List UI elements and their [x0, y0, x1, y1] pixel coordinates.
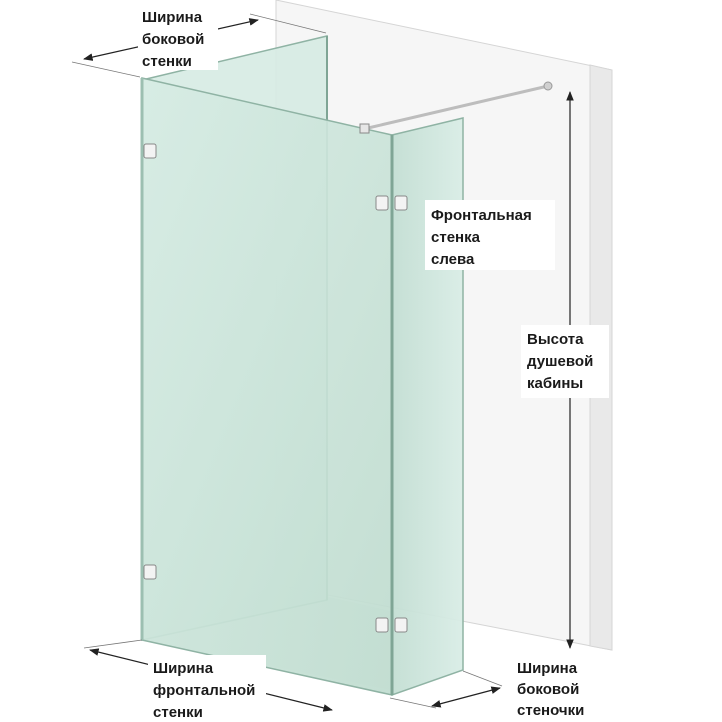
- stabilizer-bar: [359, 81, 553, 134]
- clamp-bottom-left: [375, 617, 389, 633]
- front-glass-panel: [140, 77, 393, 696]
- label-cabin-height: Высота душевой кабины: [527, 331, 597, 392]
- hinge-hardware: [143, 143, 408, 633]
- hinge-top-left: [143, 143, 157, 159]
- hinge-bottom-left: [143, 564, 157, 580]
- clamp-bottom-right: [394, 617, 408, 633]
- clamp-top-right: [394, 195, 408, 211]
- label-side-panel-width-bottom: Ширина боковой стеночки: [517, 660, 584, 719]
- label-front-wall-width: Ширина фронтальной стенки: [153, 660, 260, 721]
- label-front-wall-left: Фронтальная стенка слева: [431, 207, 536, 268]
- clamp-top-left: [375, 195, 389, 211]
- dimension-side-panel-width-bottom: [389, 670, 503, 709]
- label-side-wall-width-top: Ширина боковой стенки: [142, 9, 208, 70]
